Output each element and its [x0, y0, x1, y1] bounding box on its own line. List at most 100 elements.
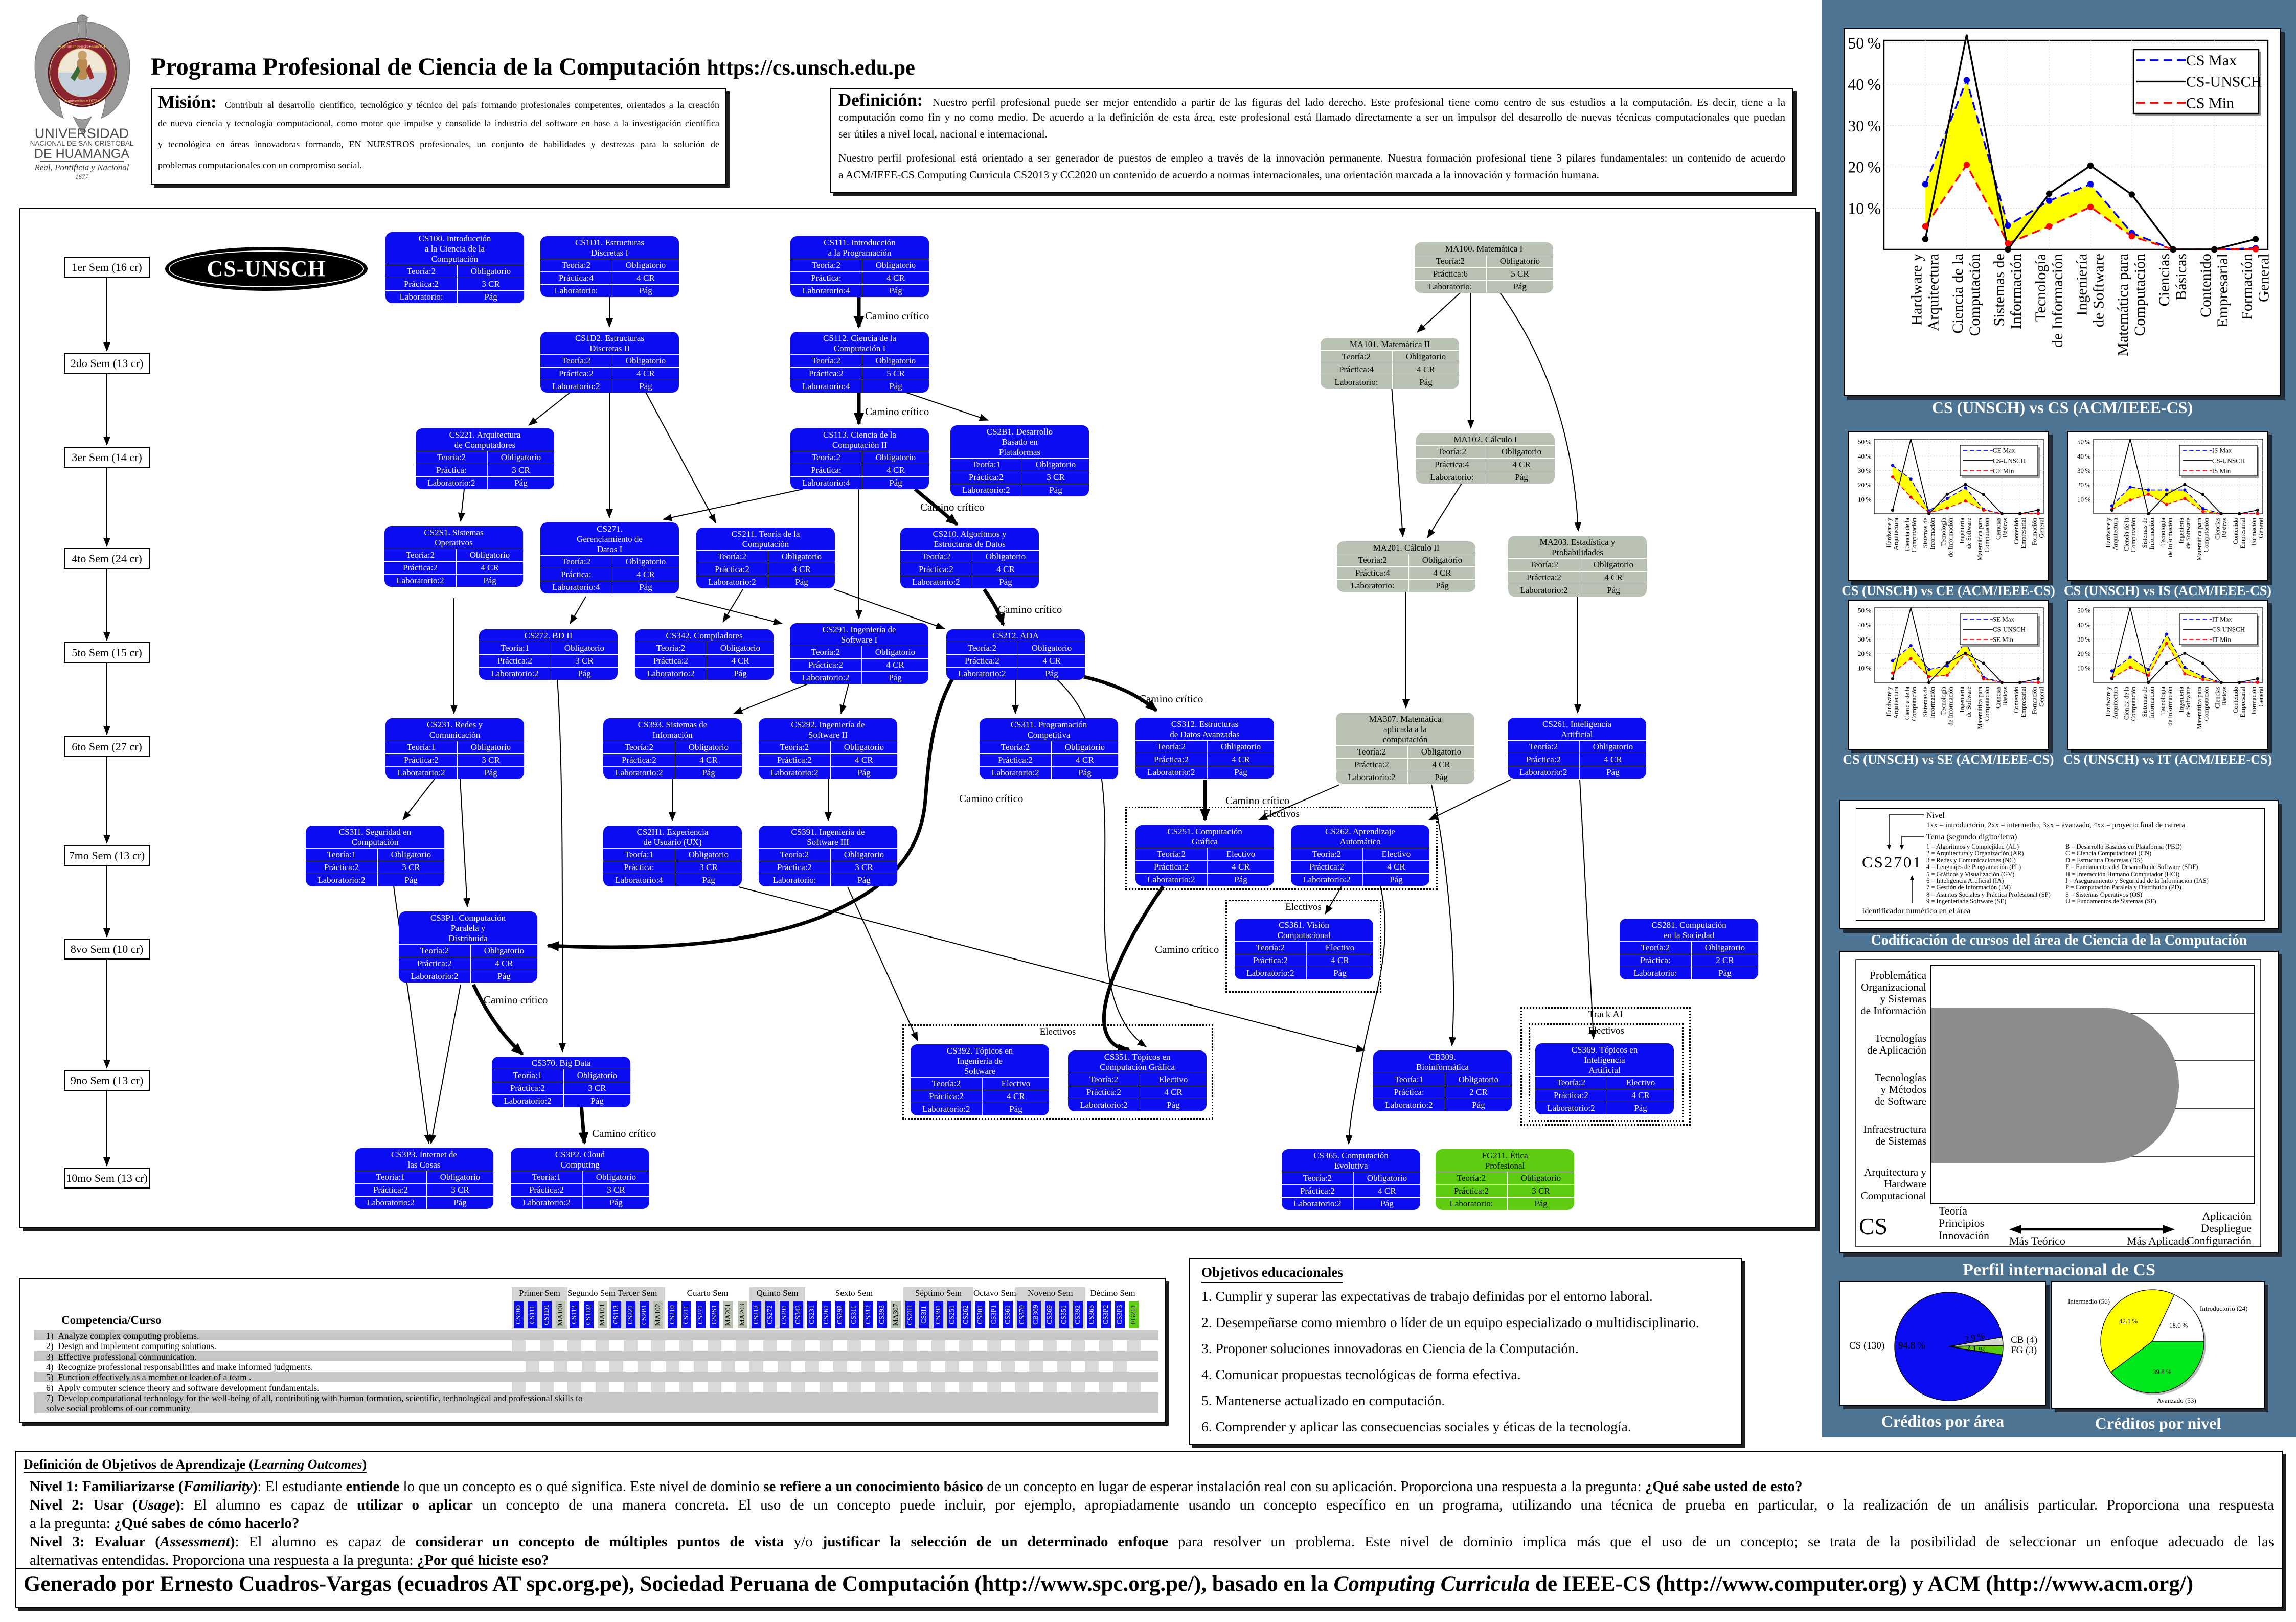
- svg-text:Computación: Computación: [1911, 517, 1918, 552]
- svg-text:Ciencia de la: Ciencia de la: [1904, 687, 1911, 720]
- svg-text:CS Min: CS Min: [2186, 95, 2234, 111]
- svg-text:CS-UNSCH: CS-UNSCH: [2212, 625, 2245, 633]
- svg-text:Matemática para: Matemática para: [2115, 254, 2131, 356]
- svg-text:Arquitectura: Arquitectura: [1893, 687, 1900, 719]
- svg-text:Ciencia de la: Ciencia de la: [1949, 254, 1966, 334]
- svg-text:IS Min: IS Min: [2212, 467, 2231, 474]
- svg-text:Tecnología: Tecnología: [2159, 518, 2167, 546]
- svg-text:Información: Información: [2148, 517, 2155, 550]
- svg-text:Contenido: Contenido: [2232, 518, 2239, 544]
- svg-text:de Software: de Software: [2185, 687, 2192, 717]
- svg-text:Tecnología: Tecnología: [1940, 518, 1947, 546]
- svg-text:de Información: de Información: [2049, 254, 2066, 348]
- svg-text:CS-UNSCH: CS-UNSCH: [2212, 456, 2245, 464]
- svg-text:Información: Información: [2148, 686, 2155, 718]
- svg-text:de Información: de Información: [2166, 517, 2173, 557]
- svg-text:de Información: de Información: [1947, 686, 1954, 725]
- svg-text:Formación: Formación: [2031, 686, 2038, 714]
- svg-text:10 %: 10 %: [1858, 664, 1872, 672]
- svg-text:Sistemas de: Sistemas de: [1991, 254, 2008, 327]
- svg-text:Sistemas de: Sistemas de: [1922, 518, 1929, 549]
- svg-text:Ingeniería: Ingeniería: [1958, 687, 1965, 713]
- svg-text:30 %: 30 %: [1848, 117, 1881, 135]
- svg-text:40 %: 40 %: [2077, 621, 2091, 629]
- svg-text:20 %: 20 %: [1858, 481, 1872, 489]
- svg-text:Ciencias: Ciencias: [1995, 687, 2002, 709]
- svg-text:Formación: Formación: [2031, 517, 2038, 545]
- svg-text:Formación: Formación: [2250, 517, 2258, 545]
- svg-text:Contenido: Contenido: [2197, 254, 2214, 317]
- svg-text:Tecnología: Tecnología: [2159, 687, 2167, 715]
- svg-text:CE Min: CE Min: [1993, 467, 2014, 474]
- svg-text:CS-UNSCH: CS-UNSCH: [1993, 456, 2026, 464]
- svg-text:Básicas: Básicas: [2221, 687, 2228, 706]
- svg-text:Ciencias: Ciencias: [2214, 687, 2221, 709]
- svg-text:Computación: Computación: [2130, 517, 2137, 552]
- svg-text:Formación: Formación: [2239, 254, 2256, 320]
- svg-text:Básicas: Básicas: [2221, 518, 2228, 537]
- svg-text:10 %: 10 %: [1848, 199, 1881, 217]
- svg-text:50 %: 50 %: [1848, 34, 1881, 52]
- svg-text:Información: Información: [2008, 254, 2025, 329]
- svg-text:10 %: 10 %: [2077, 495, 2091, 503]
- svg-text:Básicas: Básicas: [2002, 518, 2009, 537]
- svg-text:30 %: 30 %: [1858, 635, 1872, 643]
- svg-text:Ingeniería: Ingeniería: [2177, 687, 2185, 713]
- svg-text:Matemática para: Matemática para: [2196, 687, 2203, 729]
- svg-text:General: General: [2257, 686, 2264, 706]
- svg-text:✦universitas✦1677✦: ✦universitas✦1677✦: [64, 99, 101, 103]
- svg-text:General: General: [2257, 517, 2264, 538]
- svg-text:Computación: Computación: [1984, 517, 1991, 552]
- svg-text:Sistemas de: Sistemas de: [1922, 687, 1929, 717]
- svg-text:SE Max: SE Max: [1993, 615, 2015, 623]
- svg-text:Formación: Formación: [2250, 686, 2258, 714]
- svg-text:IT Min: IT Min: [2212, 635, 2231, 643]
- svg-text:Empresarial: Empresarial: [2020, 686, 2027, 717]
- svg-text:50 %: 50 %: [1858, 607, 1872, 614]
- svg-text:IS Max: IS Max: [2212, 446, 2232, 454]
- svg-text:SE Min: SE Min: [1993, 635, 2014, 643]
- svg-text:40 %: 40 %: [1858, 452, 1872, 460]
- svg-text:Hardware y: Hardware y: [1885, 517, 1893, 547]
- svg-text:Empresarial: Empresarial: [2020, 517, 2027, 549]
- svg-text:Empresarial: Empresarial: [2239, 517, 2246, 549]
- svg-text:General: General: [2256, 254, 2272, 302]
- svg-text:Ciencia de la: Ciencia de la: [2123, 518, 2130, 552]
- svg-text:Arquitectura: Arquitectura: [1925, 254, 1942, 331]
- svg-text:Básicas: Básicas: [2173, 254, 2190, 301]
- svg-text:50 %: 50 %: [1858, 438, 1872, 446]
- svg-text:Ciencias: Ciencias: [1995, 518, 2002, 540]
- svg-text:20 %: 20 %: [1858, 650, 1872, 657]
- svg-text:General: General: [2038, 686, 2045, 706]
- svg-text:40 %: 40 %: [1848, 75, 1881, 94]
- svg-text:Arquitectura: Arquitectura: [1893, 518, 1900, 551]
- svg-text:Ciencia de la: Ciencia de la: [2123, 687, 2130, 720]
- svg-text:Información: Información: [1929, 517, 1936, 550]
- svg-text:Matemática para: Matemática para: [1976, 687, 1984, 729]
- svg-text:Computación: Computación: [2130, 686, 2137, 721]
- svg-text:Sistemas de: Sistemas de: [2141, 518, 2148, 549]
- svg-text:Básicas: Básicas: [2002, 687, 2009, 706]
- svg-text:Contenido: Contenido: [2232, 687, 2239, 713]
- svg-text:General: General: [2038, 517, 2045, 538]
- svg-text:Ciencias: Ciencias: [2156, 254, 2173, 306]
- svg-text:Hardware y: Hardware y: [1908, 254, 1925, 326]
- svg-text:Ingeniería: Ingeniería: [2177, 518, 2185, 544]
- svg-text:de Software: de Software: [2185, 518, 2192, 549]
- svg-text:Contenido: Contenido: [2013, 687, 2020, 713]
- svg-text:Computación: Computación: [2131, 254, 2148, 336]
- svg-text:CS-UNSCH: CS-UNSCH: [2186, 74, 2262, 90]
- svg-text:Empresarial: Empresarial: [2239, 686, 2246, 717]
- svg-text:Arquitectura: Arquitectura: [2112, 518, 2119, 551]
- svg-text:30 %: 30 %: [2077, 635, 2091, 643]
- svg-text:Sistemas de: Sistemas de: [2141, 687, 2148, 717]
- svg-text:20 %: 20 %: [1848, 158, 1881, 176]
- svg-text:Computación: Computación: [2203, 517, 2210, 552]
- svg-text:Computación: Computación: [2203, 686, 2210, 721]
- svg-text:de Información: de Información: [1947, 517, 1954, 557]
- svg-text:de Software: de Software: [2090, 254, 2107, 327]
- svg-text:Ingeniería: Ingeniería: [2074, 254, 2090, 316]
- svg-text:30 %: 30 %: [2077, 467, 2091, 474]
- svg-text:50 %: 50 %: [2077, 438, 2091, 446]
- svg-text:Tecnología: Tecnología: [1940, 687, 1947, 715]
